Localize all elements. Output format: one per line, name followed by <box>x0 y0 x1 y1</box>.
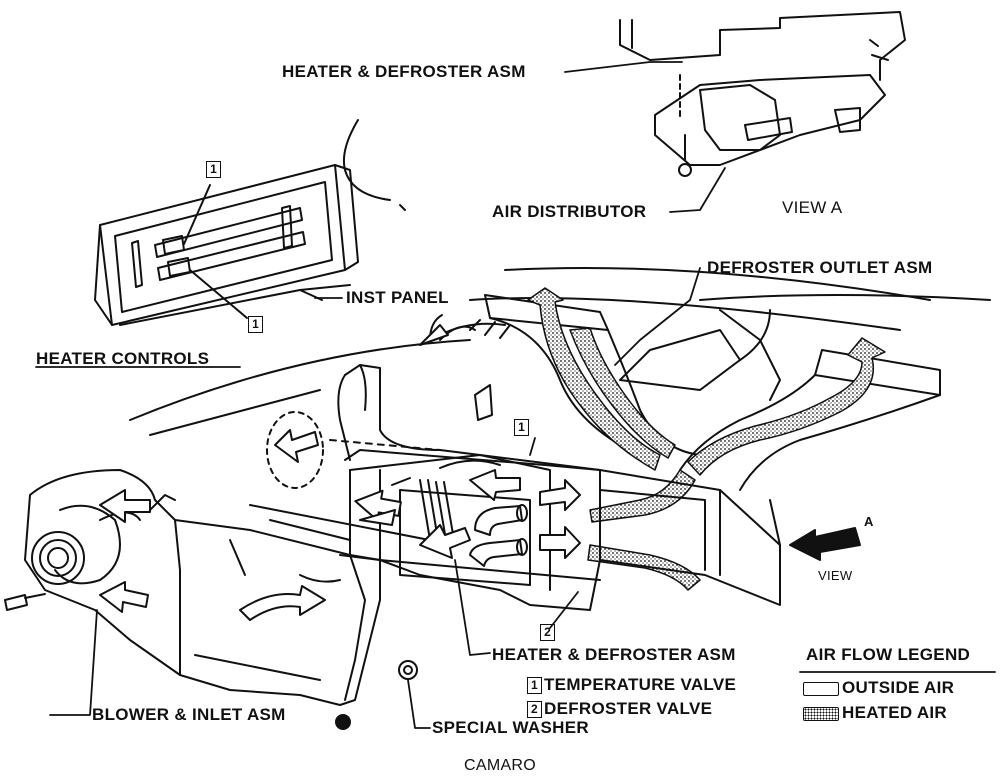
view-label: VIEW <box>818 568 853 583</box>
heater-controls-label: HEATER CONTROLS <box>36 349 210 368</box>
legend-outside-air: OUTSIDE AIR <box>803 678 954 698</box>
air-flow-legend-title: AIR FLOW LEGEND <box>806 645 971 664</box>
blower-inlet-asm <box>5 470 417 729</box>
special-washer-label: SPECIAL WASHER <box>432 718 589 737</box>
lower-valve-callout-2: 2 <box>540 624 555 641</box>
blower-inlet-asm-label: BLOWER & INLET ASM <box>92 705 286 724</box>
defroster-valve-key-num: 2 <box>527 701 542 719</box>
legend-heated-air: HEATED AIR <box>803 703 947 723</box>
heated-air-ducts <box>528 288 885 590</box>
air-distributor-label: AIR DISTRIBUTOR <box>492 202 647 221</box>
defroster-outlet-asm <box>485 295 940 490</box>
outside-air-text: OUTSIDE AIR <box>842 678 955 697</box>
view-a-label: VIEW A <box>782 198 843 217</box>
defroster-valve-callout-2: 1 <box>248 316 263 333</box>
heater-defroster-asm-bottom-label: HEATER & DEFROSTER ASM <box>492 645 736 664</box>
view-arrow-letter: A <box>864 514 874 529</box>
temperature-valve-key-num: 1 <box>527 677 542 695</box>
inst-panel-label: INST PANEL <box>346 288 449 307</box>
outside-air-swatch <box>803 681 839 696</box>
view-a-detail <box>620 12 905 176</box>
heated-air-text: HEATED AIR <box>842 703 947 722</box>
outside-air-arrows <box>100 325 860 620</box>
center-valve-callout-1: 1 <box>514 419 529 436</box>
temperature-valve-callout-1: 1 <box>206 161 221 178</box>
temperature-valve-key-text: TEMPERATURE VALVE <box>544 675 737 694</box>
heater-defroster-asm-top-label: HEATER & DEFROSTER ASM <box>282 62 526 81</box>
leader-lines <box>36 62 995 728</box>
heated-air-swatch <box>803 706 839 721</box>
caption-camaro: CAMARO <box>464 757 537 774</box>
defroster-outlet-asm-label: DEFROSTER OUTLET ASM <box>707 258 933 277</box>
heater-controls-detail <box>95 120 405 325</box>
defroster-valve-key-text: DEFROSTER VALVE <box>544 699 713 718</box>
